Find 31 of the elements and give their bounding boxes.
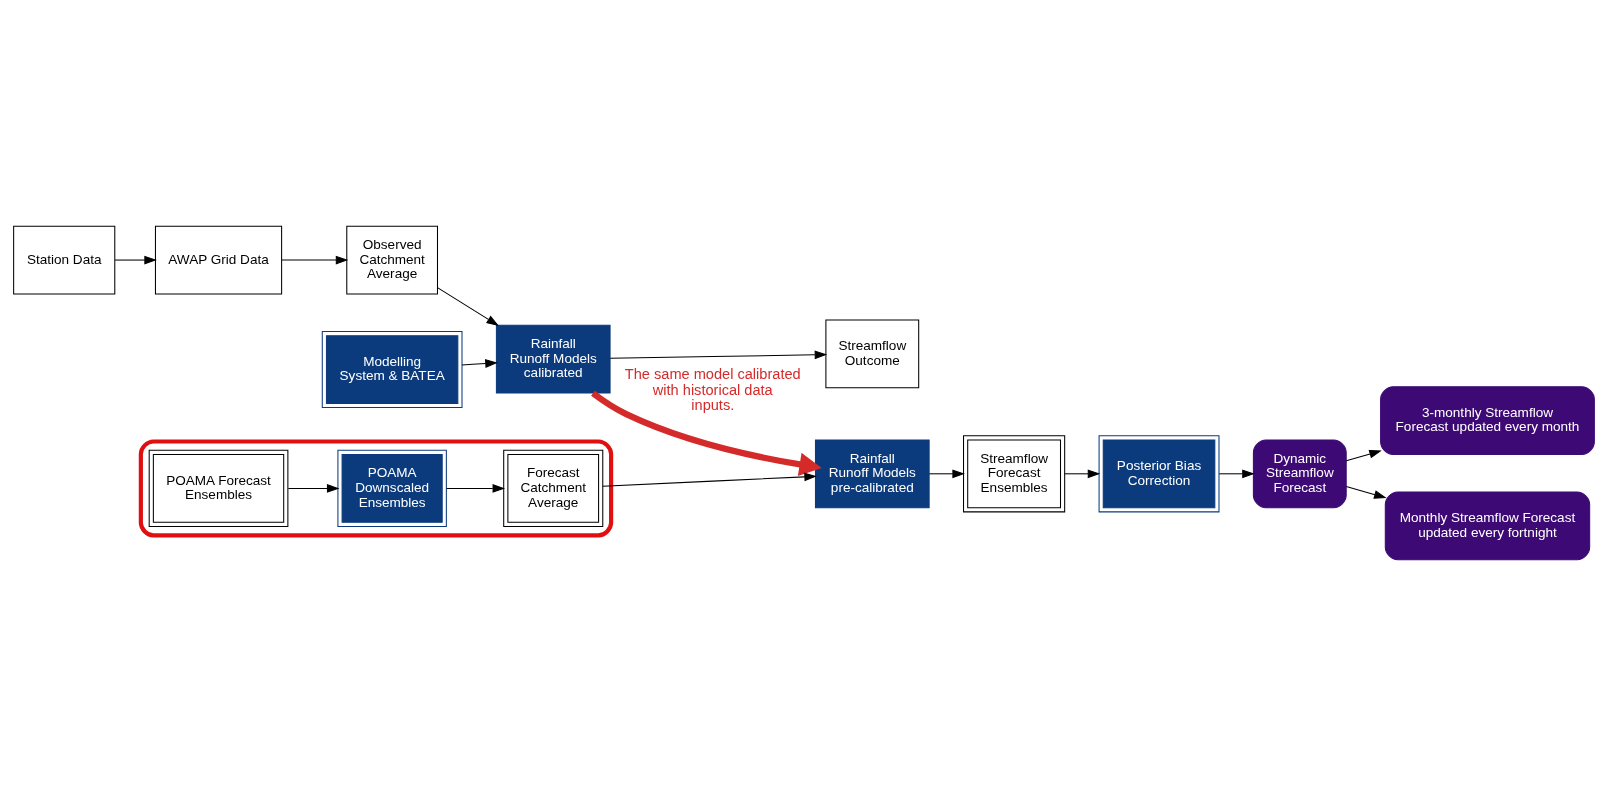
edge-label: The same model calibrated with historical data inputs. xyxy=(624,365,801,413)
cluster xyxy=(138,438,614,537)
node-box: Streamflow Outcome xyxy=(825,319,920,388)
node-box: Observed Catchment Average xyxy=(346,225,438,294)
node-box: Modelling System & BATEA xyxy=(321,330,463,408)
arrow xyxy=(1345,485,1387,499)
node-box: Dynamic Streamflow Forecast xyxy=(1252,438,1347,508)
node-box: Forecast Catchment Average xyxy=(503,449,604,527)
node-box: 3-monthly Streamflow Forecast updated every month xyxy=(1380,385,1595,455)
node-box: POAMA Downscaled Ensembles xyxy=(337,449,447,527)
arrow xyxy=(461,358,498,368)
node-box: AWAP Grid Data xyxy=(154,225,283,294)
arrow xyxy=(602,472,817,487)
node-box: Streamflow Forecast Ensembles xyxy=(963,434,1066,512)
arrow xyxy=(281,255,349,264)
arrow xyxy=(591,390,822,476)
arrow xyxy=(1064,468,1101,478)
node-box: Station Data xyxy=(13,225,116,294)
node-box: Posterior Bias Correction xyxy=(1098,434,1220,512)
arrow xyxy=(1345,449,1382,461)
node-box: POAMA Forecast Ensembles xyxy=(148,449,289,527)
arrow xyxy=(114,255,157,264)
node-box: Monthly Streamflow Forecast updated every fortnight xyxy=(1384,491,1591,560)
arrow xyxy=(1218,468,1255,478)
arrow xyxy=(446,483,506,493)
arrow xyxy=(437,286,499,326)
arrow xyxy=(928,468,965,478)
node-box: Rainfall Runoff Models pre-calibrated xyxy=(814,438,930,508)
node-box: Rainfall Runoff Models calibrated xyxy=(495,324,611,393)
arrow xyxy=(609,349,828,359)
arrow xyxy=(287,483,340,493)
